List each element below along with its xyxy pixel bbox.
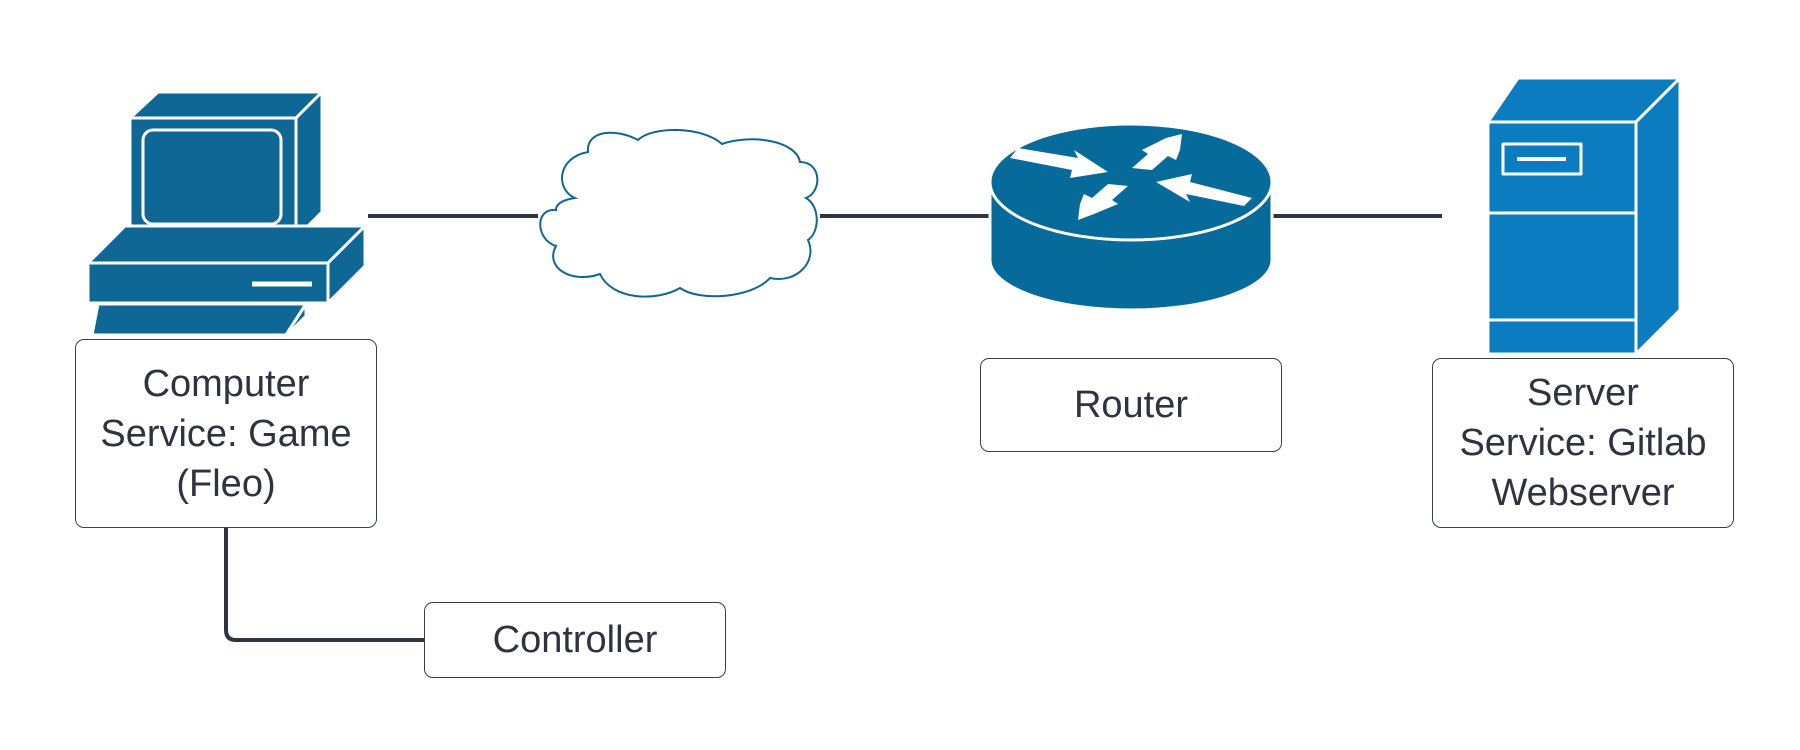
- server-label: Server Service: Gitlab Webserver: [1432, 358, 1734, 528]
- computer-label: Computer Service: Game (Fleo): [75, 339, 377, 528]
- server-label-line-1: Server: [1527, 372, 1639, 414]
- router-label-line-1: Router: [1073, 384, 1189, 426]
- server-label-line-3: Webserver: [1491, 472, 1675, 514]
- computer-label-line-3: (Fleo): [176, 462, 276, 505]
- router-icon: [988, 122, 1274, 312]
- router-label: Router: [980, 358, 1282, 452]
- server-tower-icon: [1486, 76, 1682, 356]
- connectors: [224, 214, 1442, 642]
- desktop-computer-icon: [86, 90, 367, 340]
- cloud-icon: [539, 129, 819, 298]
- controller-label-line-1: Controller: [492, 619, 658, 661]
- computer-label-line-1: Computer: [142, 362, 310, 405]
- controller-label: Controller: [424, 602, 726, 678]
- server-label-line-2: Service: Gitlab: [1459, 422, 1707, 464]
- computer-label-line-2: Service: Game: [100, 412, 352, 455]
- edge-computer-controller: [224, 527, 425, 642]
